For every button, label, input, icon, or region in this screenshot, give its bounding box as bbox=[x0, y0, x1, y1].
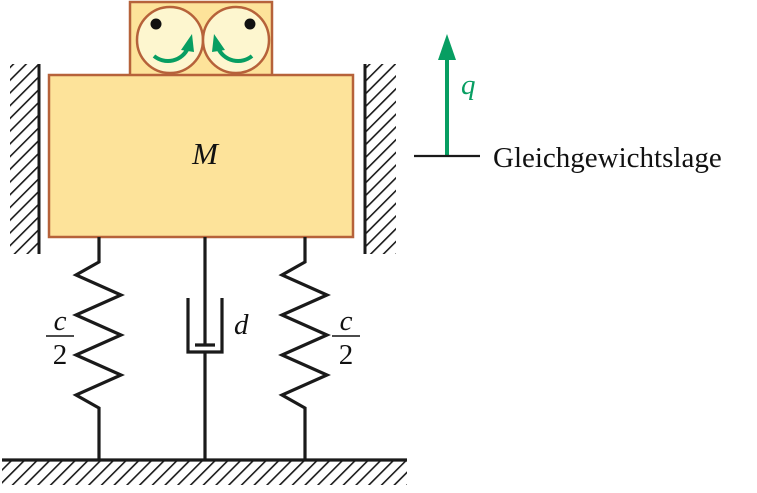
left-spring-denominator: 2 bbox=[53, 339, 68, 371]
left-wall bbox=[10, 64, 41, 254]
right-wall bbox=[363, 64, 396, 254]
left-spring-label: c 2 bbox=[46, 305, 74, 371]
rotor-left-icon bbox=[135, 5, 205, 75]
damper-label: d bbox=[234, 309, 249, 341]
displacement-arrow: q bbox=[438, 34, 476, 156]
arrow-up-icon bbox=[438, 34, 456, 60]
mass-label: M bbox=[191, 136, 220, 171]
mass-block: M bbox=[47, 73, 355, 239]
displacement-label: q bbox=[461, 69, 476, 101]
rotor-right-icon bbox=[201, 5, 271, 75]
right-spring-label: c 2 bbox=[332, 305, 360, 371]
left-spring-numerator: c bbox=[54, 305, 67, 337]
exciter-box bbox=[128, 0, 274, 78]
ground bbox=[2, 458, 407, 485]
left-spring bbox=[72, 237, 125, 460]
right-spring bbox=[278, 237, 331, 460]
equilibrium-marker: Gleichgewichtslage bbox=[414, 142, 722, 174]
equilibrium-label: Gleichgewichtslage bbox=[493, 142, 722, 174]
damper bbox=[186, 237, 224, 460]
right-spring-denominator: 2 bbox=[339, 339, 354, 371]
right-spring-numerator: c bbox=[340, 305, 353, 337]
